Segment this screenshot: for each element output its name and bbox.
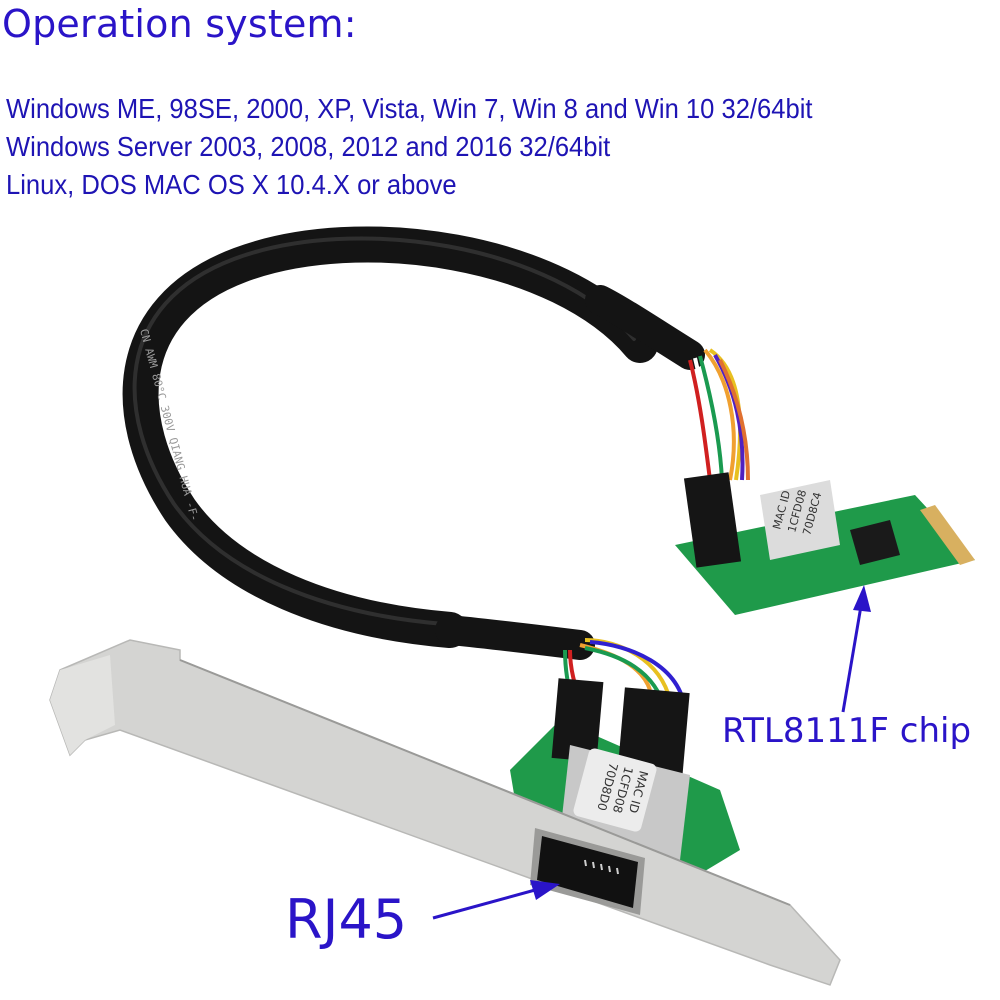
pcie-bracket	[49, 639, 841, 986]
m2-network-card: MAC ID 1CFD08 70D8C4	[675, 472, 975, 615]
os-line-windows-server: Windows Server 2003, 2008, 2012 and 2016…	[6, 131, 611, 162]
bracket-header-connector-1	[551, 678, 604, 762]
rj45-port	[530, 828, 645, 915]
rj45-callout-label: RJ45	[285, 888, 408, 951]
wire-bundle-top	[688, 348, 750, 481]
os-heading: Operation system:	[2, 2, 357, 46]
rj45-arrow-icon	[432, 880, 560, 920]
os-line-linux-mac: Linux, DOS MAC OS X 10.4.X or above	[6, 169, 457, 200]
ethernet-cable: CN AWM 80°C 300V QIANG HUA -F-	[122, 226, 705, 660]
chip-arrow-icon	[841, 585, 871, 713]
os-line-windows: Windows ME, 98SE, 2000, XP, Vista, Win 7…	[6, 93, 813, 124]
chip-callout-label: RTL8111F chip	[722, 711, 972, 751]
os-support-list: Windows ME, 98SE, 2000, XP, Vista, Win 7…	[6, 90, 873, 204]
rtl8111f-chip	[850, 520, 900, 565]
m2-header-connector	[683, 472, 742, 568]
